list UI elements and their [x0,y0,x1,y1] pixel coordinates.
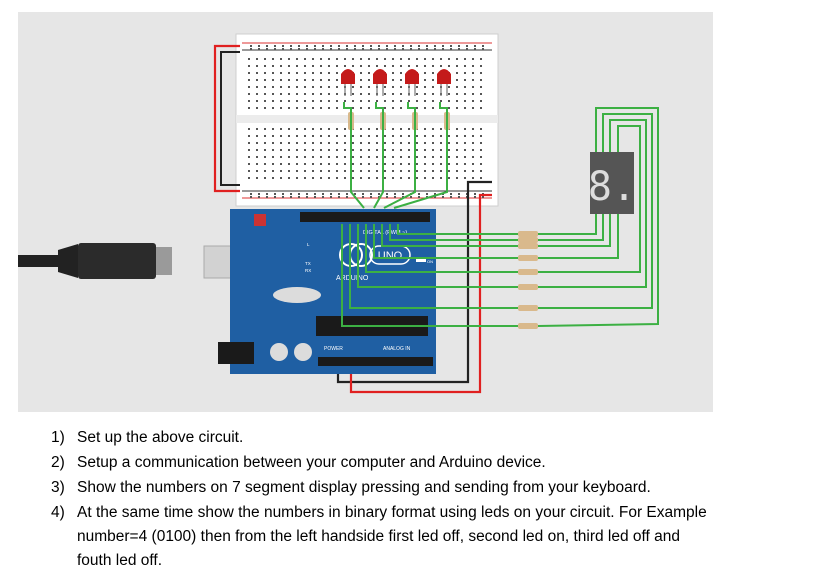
tx-label: TX [305,261,311,266]
ground-wire-black [220,51,240,186]
led-4 [437,69,451,96]
seven-segment-display: 8. [588,152,636,214]
task-text: Setup a communication between your compu… [77,454,546,471]
led-3 [405,69,419,96]
task-text: Set up the above circuit. [77,429,244,446]
digital-label: DIGITAL (PWM ~) [363,230,407,236]
circuit-diagram: UNO ARDUINO DIGITAL (PWM ~) ON TX RX L P… [18,33,659,394]
power-label: POWER [324,346,343,352]
vcc-wire-red [349,193,492,394]
analog-in-label: ANALOG IN [383,346,411,352]
rx-label: RX [305,268,311,273]
led-1 [341,69,355,96]
task-text: Show the numbers on 7 segment display pr… [77,479,651,496]
task-number: 3) [51,479,65,496]
led-2 [373,69,387,96]
gnd-wire-black [336,180,492,384]
circuit-figure: UNO ARDUINO DIGITAL (PWM ~) ON TX RX L P… [18,12,713,412]
breadboard [235,33,499,207]
power-wire-red [213,44,240,193]
task-number: 4) [51,504,65,521]
led-group [341,69,451,96]
usb-cable [18,243,247,279]
l-label: L [307,242,310,247]
on-label: ON [427,259,433,264]
segment-wires-green [341,107,659,327]
task-text: At the same time show the numbers in bin… [77,504,707,521]
segment-resistors [518,231,538,329]
task-item-4-continuation-2: fouth led off. [77,552,163,569]
uno-label: UNO [378,250,403,262]
task-item-4-continuation: number=4 (0100) then from the left hands… [77,528,681,545]
led-wires-green [343,102,448,209]
task-number: 2) [51,454,65,471]
arduino-brand-label: ARDUINO [336,275,369,282]
task-number: 1) [51,429,65,446]
segment-digit: 8. [588,164,636,210]
